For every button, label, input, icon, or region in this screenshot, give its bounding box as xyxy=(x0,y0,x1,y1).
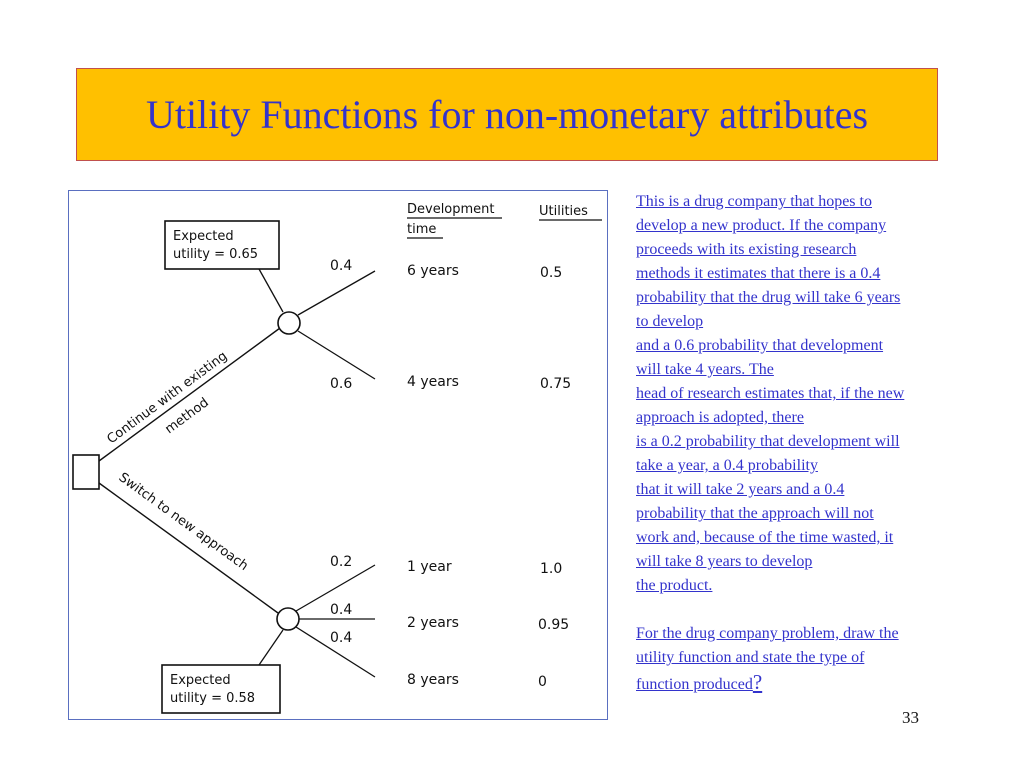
description-line: This is a drug company that hopes to xyxy=(636,193,872,210)
description-line: to develop xyxy=(636,313,704,330)
question-line: For the drug company problem, draw the xyxy=(636,625,899,642)
header-development: Development xyxy=(407,202,495,217)
description-line: is a 0.2 probability that development wi… xyxy=(636,433,900,450)
utility-value: 0 xyxy=(538,674,547,690)
description-line: will take 8 years to develop xyxy=(636,553,813,570)
expected-top-label: Expected xyxy=(173,229,234,244)
description-line: that it will take 2 years and a 0.4 xyxy=(636,481,845,498)
slide-title: Utility Functions for non-monetary attri… xyxy=(145,92,869,137)
expected-top-connector xyxy=(258,268,284,313)
prob-label: 0.4 xyxy=(330,258,352,274)
outcome-branch-6-years xyxy=(297,270,376,316)
expected-top-value: utility = 0.65 xyxy=(173,247,258,262)
time-label: 2 years xyxy=(407,615,459,631)
utility-value: 0.95 xyxy=(538,617,569,633)
branch-new-line xyxy=(98,482,279,614)
description-line: the product. xyxy=(636,577,713,594)
time-label: 6 years xyxy=(407,263,459,279)
expected-utility-box-top xyxy=(164,220,280,270)
description-line: probability that the drug will take 6 ye… xyxy=(636,289,901,306)
problem-description: This is a drug company that hopes to dev… xyxy=(636,190,976,697)
outcome-branch-8-years xyxy=(295,626,376,678)
question-mark: ? xyxy=(752,670,763,694)
chance-node-new xyxy=(276,607,300,631)
outcome-branch-4-years xyxy=(297,330,376,380)
description-line: proceeds with its existing research xyxy=(636,241,857,258)
title-banner: Utility Functions for non-monetary attri… xyxy=(76,68,938,161)
description-line: probability that the approach will not xyxy=(636,505,874,522)
time-label: 1 year xyxy=(407,559,452,575)
expected-utility-box-bottom xyxy=(161,664,281,714)
branch-new-label: Switch to new approach xyxy=(116,470,251,574)
prob-label: 0.6 xyxy=(330,376,352,392)
time-label: 8 years xyxy=(407,672,459,688)
prob-label: 0.2 xyxy=(330,554,352,570)
question-line: function produced? xyxy=(636,670,763,694)
prob-label: 0.4 xyxy=(330,630,352,646)
description-line: head of research estimates that, if the … xyxy=(636,385,905,402)
header-utilities: Utilities xyxy=(539,204,588,219)
page-number: 33 xyxy=(902,708,919,727)
time-label: 4 years xyxy=(407,374,459,390)
description-line: approach is adopted, there xyxy=(636,409,804,426)
description-line: work and, because of the time wasted, it xyxy=(636,529,894,546)
decision-node xyxy=(72,454,100,490)
expected-bottom-value: utility = 0.58 xyxy=(170,691,255,706)
expected-bottom-connector xyxy=(258,629,284,666)
paragraph-spacer xyxy=(636,598,976,622)
description-line: develop a new product. If the company xyxy=(636,217,887,234)
decision-tree-svg: Expected utility = 0.65 Expected utility… xyxy=(72,202,602,714)
branch-existing-line xyxy=(98,327,281,462)
description-line: will take 4 years. The xyxy=(636,361,774,378)
question-line: utility function and state the type of xyxy=(636,649,865,666)
utility-value: 0.75 xyxy=(540,376,571,392)
chance-node-existing xyxy=(277,311,301,335)
expected-bottom-label: Expected xyxy=(170,673,231,688)
utility-value: 1.0 xyxy=(540,561,562,577)
description-line: methods it estimates that there is a 0.4 xyxy=(636,265,881,282)
header-time: time xyxy=(407,222,436,237)
prob-label: 0.4 xyxy=(330,602,352,618)
description-line: take a year, a 0.4 probability xyxy=(636,457,818,474)
outcome-branch-1-year xyxy=(295,564,376,612)
decision-tree-diagram: Expected utility = 0.65 Expected utility… xyxy=(68,190,608,720)
utility-value: 0.5 xyxy=(540,265,562,281)
description-line: and a 0.6 probability that development xyxy=(636,337,884,354)
